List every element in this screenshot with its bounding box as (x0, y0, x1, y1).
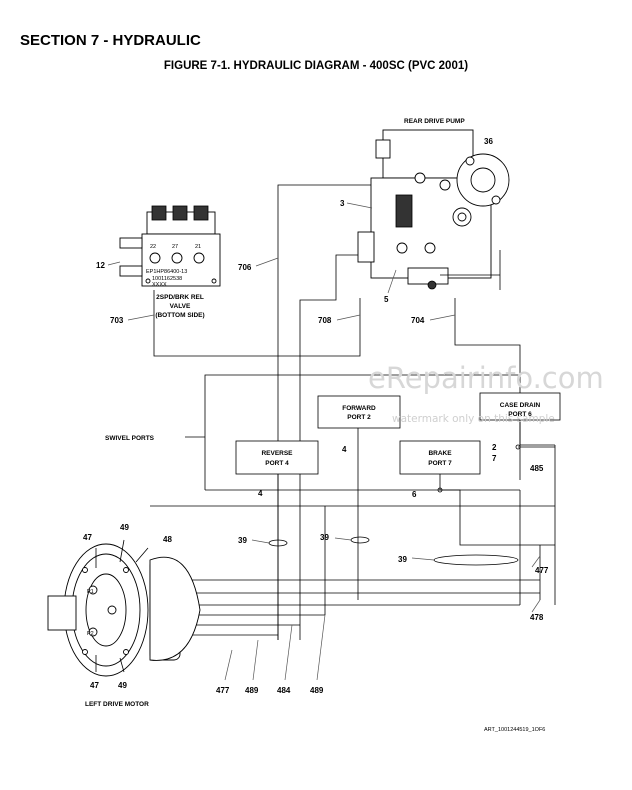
leader-478 (531, 599, 541, 613)
hose-lines (127, 184, 556, 681)
leader-489b (316, 614, 326, 681)
port-boxes (235, 392, 561, 475)
leader-484 (284, 624, 293, 681)
callout-485: 485 (530, 464, 544, 473)
valve-code3: XXXX (152, 282, 167, 288)
valve-label-line2: VALVE (170, 303, 191, 310)
swivel-outline (204, 374, 520, 490)
reverse-port-box (235, 440, 319, 475)
callout-478: 478 (530, 613, 544, 622)
callout-6: 6 (412, 490, 417, 499)
left-drive-motor-label: LEFT DRIVE MOTOR (85, 701, 149, 708)
brake-line (439, 474, 555, 546)
forward-port-box (317, 395, 401, 429)
brake-port-line1: BRAKE (428, 450, 452, 457)
brake-port-box (399, 440, 481, 475)
callout-7: 7 (492, 454, 497, 463)
forward-port-line1: FORWARD (342, 405, 376, 412)
watermark-sub: watermark only on this sample (392, 413, 555, 425)
callout-39b: 39 (320, 533, 329, 542)
leader-477b (224, 649, 233, 681)
forward-port-line2: PORT 2 (347, 414, 371, 421)
valve-label-line3: (BOTTOM SIDE) (155, 312, 204, 319)
rear-drive-pump-label: REAR DRIVE PUMP (404, 118, 465, 125)
reverse-port-line2: PORT 4 (265, 460, 289, 467)
valve-port-27: 27 (172, 244, 178, 250)
callout-47b: 47 (90, 681, 99, 690)
callout-706: 706 (238, 263, 252, 272)
valve-code2: 1001162538 (152, 276, 182, 282)
leader-704 (429, 314, 456, 321)
valve-port-22: 22 (150, 244, 156, 250)
callout-49a: 49 (120, 523, 129, 532)
hose-708 (299, 254, 370, 640)
motor-port-p1: P1 (87, 589, 94, 595)
leader-708 (336, 314, 361, 321)
case-drain-port-line1: CASE DRAIN (500, 402, 541, 409)
brake-release-valve (119, 205, 221, 287)
leader-5 (387, 269, 397, 294)
callout-484: 484 (277, 686, 291, 695)
leader-39c (411, 557, 435, 561)
callout-49b: 49 (118, 681, 127, 690)
leader-477a (531, 555, 541, 568)
callout-708: 708 (318, 316, 332, 325)
art-number: ART_1001244519_1OF6 (484, 727, 545, 733)
leader-3 (346, 202, 373, 209)
valve-code1: EP1HP86400-13 (146, 269, 187, 275)
case-drain-line (519, 420, 555, 446)
callout-48: 48 (163, 535, 172, 544)
callout-489a: 489 (245, 686, 259, 695)
leader-703 (127, 314, 155, 321)
section-title: SECTION 7 - HYDRAULIC (20, 32, 201, 49)
callout-4b: 4 (258, 489, 263, 498)
crossing-39b (350, 536, 370, 544)
case-drain-port-line2: PORT 6 (508, 411, 532, 418)
leader-39b (334, 537, 352, 541)
leader-706 (255, 257, 279, 267)
callout-703: 703 (110, 316, 124, 325)
callout-3: 3 (340, 199, 345, 208)
callout-489b: 489 (310, 686, 324, 695)
callout-39a: 39 (238, 536, 247, 545)
left-drive-motor (47, 539, 201, 677)
callout-12: 12 (96, 261, 105, 270)
case-drain-port-box (479, 392, 561, 421)
leader-39a (251, 539, 270, 544)
callout-477a: 477 (535, 566, 549, 575)
valve-label-line1: 2SPD/BRK REL (156, 294, 204, 301)
callout-704: 704 (411, 316, 425, 325)
leader-12 (107, 261, 121, 266)
callout-2: 2 (492, 443, 497, 452)
callout-5: 5 (384, 295, 389, 304)
swivel-ports-label: SWIVEL PORTS (105, 435, 155, 442)
brake-port-line2: PORT 7 (428, 460, 452, 467)
valve-port-21: 21 (195, 244, 201, 250)
callout-477b: 477 (216, 686, 230, 695)
figure-title: FIGURE 7-1. HYDRAULIC DIAGRAM - 400SC (P… (163, 60, 469, 72)
reverse-port-line1: REVERSE (261, 450, 293, 457)
callout-47a: 47 (83, 533, 92, 542)
callout-39c: 39 (398, 555, 407, 564)
watermark-main: eRepairinfo.com (368, 361, 604, 395)
hose-703 (153, 290, 361, 357)
callout-4a: 4 (342, 445, 347, 454)
crossing-39c (433, 554, 519, 566)
callout-36: 36 (484, 137, 493, 146)
rear-drive-pump (357, 129, 510, 290)
leader-489a (252, 639, 259, 681)
motor-port-p2: P2 (87, 631, 94, 637)
